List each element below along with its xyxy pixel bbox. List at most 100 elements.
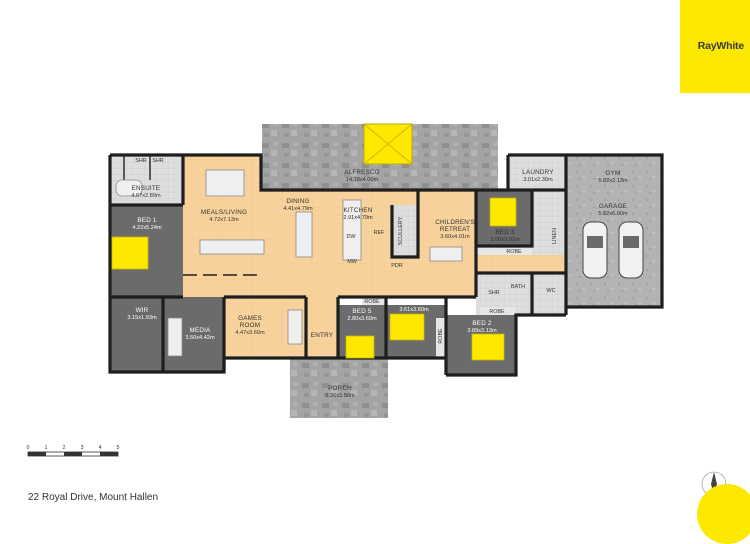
media-dims: 3.50x4.42m (185, 335, 215, 341)
bath-label: BATH (511, 284, 525, 290)
bed4-label: BED 4 (404, 299, 423, 306)
alfresco-dims: 14.18x4.00m (346, 177, 379, 183)
robe-label-3: ROBE (489, 309, 505, 315)
meals-living-dims: 4.72x7.13m (209, 217, 239, 223)
scale-bar: 0 1 2 3 4 5 (27, 445, 120, 457)
scale-tick-1: 1 (45, 445, 48, 451)
thin-walls (123, 155, 261, 276)
robe-strip-4 (436, 318, 446, 358)
linen-label: LINEN (552, 228, 558, 244)
games-label-1: GAMES (238, 315, 262, 322)
bed3-dims: 3.00x3.02m (490, 237, 520, 243)
bed2-label: BED 2 (472, 320, 491, 327)
bed2-dims: 3.89x3.13m (467, 328, 497, 334)
bed5-bed (345, 335, 375, 359)
scale-tick-2: 2 (63, 445, 66, 451)
entry-floor (306, 297, 338, 358)
car-2 (618, 221, 644, 279)
media-label: MEDIA (190, 327, 212, 334)
rear-hall-floor (476, 255, 566, 273)
gym-dims: 5.82x2.13m (598, 178, 628, 184)
garage-label: GARAGE (599, 203, 627, 210)
wir-label: WIR (136, 307, 149, 314)
garage-floor (566, 155, 662, 307)
wir-dims: 3.15x1.93m (127, 315, 157, 321)
wir-carpet (110, 297, 163, 372)
entry-label: ENTRY (311, 332, 334, 339)
scullery-tiles (392, 205, 418, 257)
bed4-bed (389, 313, 425, 341)
bed4-dims: 3.61x3.60m (399, 307, 429, 313)
kitchen-island (295, 211, 313, 258)
shr-label-1: SHR (135, 158, 146, 164)
corner-brand-circle (697, 484, 750, 544)
wc-label: WC (547, 288, 556, 294)
car-1 (582, 221, 608, 279)
kitchen-dims: 2.91x4.79m (343, 215, 373, 221)
property-address: 22 Royal Drive, Mount Hallen (28, 492, 159, 503)
hall-floor (300, 270, 476, 297)
floor-plan: ALFRESCO 14.18x4.00m GYM 5.82x2.13m GARA… (27, 123, 727, 497)
retreat-label-2: RETREAT (440, 226, 470, 233)
retreat-label-1: CHILDREN'S (435, 219, 475, 226)
furniture (115, 169, 463, 357)
dw-label: DW (347, 234, 357, 240)
robe-label-2: ROBE (364, 299, 380, 305)
scale-tick-4: 4 (99, 445, 102, 451)
scale-tick-0: 0 (27, 445, 30, 451)
alfresco-label: ALFRESCO (344, 169, 380, 176)
porch-dims: 5.36x3.50m (325, 393, 355, 399)
bed5-dims: 2.80x3.60m (347, 316, 377, 322)
porch-label: PORCH (328, 385, 352, 392)
media-sofa (167, 317, 183, 357)
bed2-bed (471, 333, 505, 361)
robe-label-4: ROBE (438, 328, 444, 344)
games-label-2: ROOM (240, 322, 260, 329)
raywhite-logo: RayWhite (680, 0, 750, 93)
garage-dims: 5.82x6.00m (598, 211, 628, 217)
games-dims: 4.47x3.60m (235, 330, 265, 336)
robe-strip-2 (362, 297, 386, 305)
car-icons (582, 221, 644, 279)
bed1-dims: 4.22x5.24m (132, 225, 162, 231)
meals-table (205, 169, 245, 197)
ref-label: REF (374, 230, 385, 236)
shr-label-3: SHR (488, 290, 499, 296)
alfresco-skylight (363, 123, 413, 165)
kitchen-label: KITCHEN (343, 207, 372, 214)
laundry-dims: 3.01x2.30m (523, 177, 553, 183)
laundry-label: LAUNDRY (522, 169, 554, 176)
meals-living-label: MEALS/LIVING (201, 209, 247, 216)
games-sofa (287, 309, 303, 345)
scullery-label: SCULLERY (398, 216, 404, 245)
dining-label: DINING (286, 198, 309, 205)
bed1-bed (111, 236, 149, 270)
walls (108, 153, 664, 377)
ensuite-label: ENSUITE (132, 185, 161, 192)
gym-label: GYM (606, 170, 621, 177)
ensuite-bath (115, 179, 143, 197)
dining-dims: 4.41x4.79m (283, 206, 313, 212)
living-sofa (199, 239, 265, 255)
retreat-dims: 3.60x4.01m (440, 234, 470, 240)
robe-strip-3 (480, 307, 516, 315)
ensuite-dims: 4.67x2.89m (131, 193, 161, 199)
robe-label-1: ROBE (506, 249, 522, 255)
bed1-label: BED 1 (137, 217, 156, 224)
porch-paving (290, 358, 388, 418)
mw-label: MW (347, 259, 357, 265)
bed-icons (111, 197, 517, 361)
raywhite-logo-text: RayWhite (697, 40, 744, 52)
kitchen-bench (342, 199, 362, 261)
retreat-sofa (429, 246, 463, 262)
scale-tick-3: 3 (81, 445, 84, 451)
scale-tick-5: 5 (117, 445, 120, 451)
bed5-label: BED 5 (352, 308, 371, 315)
laundry-tiles (508, 155, 566, 191)
pdr-label: PDR (391, 263, 402, 269)
linen-tiles (532, 190, 566, 255)
shr-label-2: SHR (152, 158, 163, 164)
bed3-bed (489, 197, 517, 227)
robe-strip-1 (476, 246, 532, 255)
bed3-label: BED 3 (495, 229, 514, 236)
